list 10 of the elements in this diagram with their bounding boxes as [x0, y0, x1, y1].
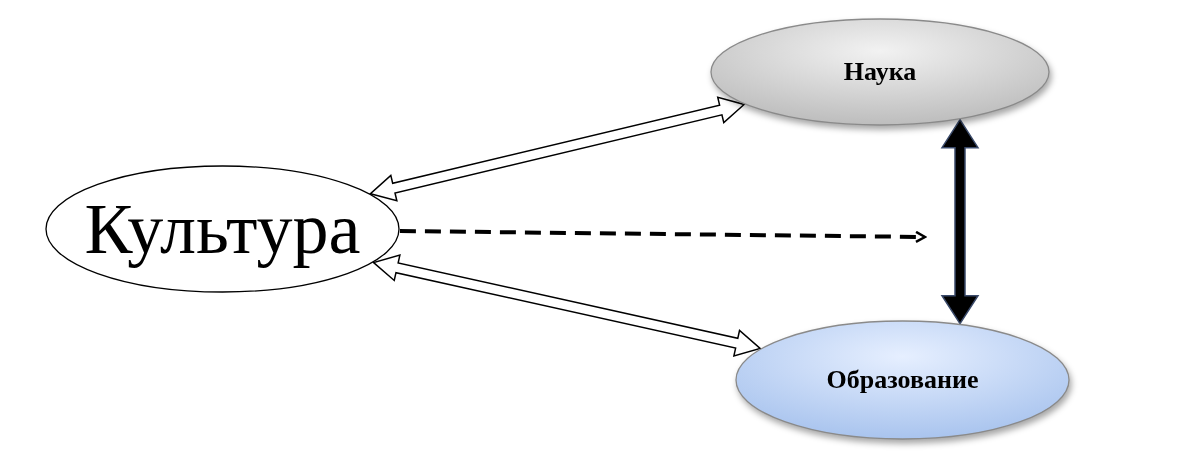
- thick-arrow: [940, 118, 980, 326]
- ellipse-node: [735, 320, 1070, 440]
- node-label: Наука: [843, 57, 917, 87]
- node-label: Культура: [84, 187, 361, 271]
- dashed-arrow: [399, 229, 927, 244]
- ellipse-node: [45, 165, 400, 293]
- ellipse-node: [710, 18, 1050, 126]
- hollow-arrow: [372, 254, 762, 357]
- node-label: Образование: [826, 365, 979, 395]
- hollow-arrow: [368, 96, 746, 202]
